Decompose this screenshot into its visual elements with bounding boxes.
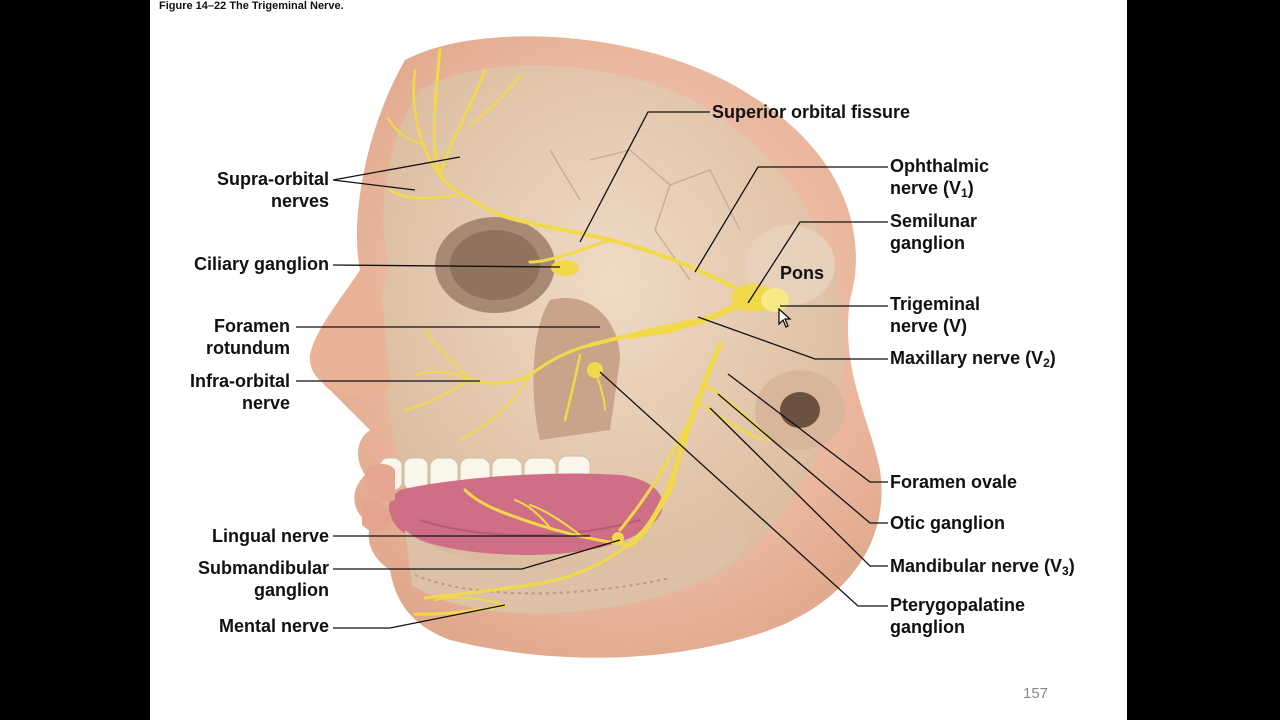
label-mandibular-nerve: Mandibular nerve (V3) bbox=[890, 556, 1075, 578]
lips bbox=[365, 464, 395, 502]
label-mental-nerve: Mental nerve bbox=[218, 616, 329, 636]
figure-title: Figure 14–22 The Trigeminal Nerve. bbox=[159, 0, 344, 12]
mouse-pointer-icon bbox=[778, 308, 792, 328]
label-superior-orbital-fissure: Superior orbital fissure bbox=[712, 102, 911, 122]
slide: Figure 14–22 The Trigeminal Nerve. bbox=[150, 0, 1127, 720]
label-pterygopalatine-ganglion: Pterygopalatine ganglion bbox=[890, 595, 1026, 637]
trigeminal-nerve-illustration bbox=[296, 36, 888, 658]
tongue bbox=[388, 473, 663, 555]
label-ciliary-ganglion: Ciliary ganglion bbox=[193, 254, 329, 274]
label-otic-ganglion: Otic ganglion bbox=[890, 513, 1005, 533]
nerves bbox=[387, 48, 772, 616]
label-trigeminal-nerve: Trigeminal nerve (V) bbox=[890, 294, 981, 336]
nose bbox=[309, 270, 390, 397]
label-supra-orbital-nerves: Supra-orbital nerves bbox=[216, 169, 329, 211]
label-semilunar-ganglion: Semilunar ganglion bbox=[890, 211, 978, 253]
label-pons: Pons bbox=[780, 263, 825, 283]
label-maxillary-nerve: Maxillary nerve (V2) bbox=[890, 348, 1056, 370]
leader-lines bbox=[296, 111, 888, 629]
page-number: 157 bbox=[1023, 685, 1049, 702]
label-submandibular-ganglion: Submandibular ganglion bbox=[197, 558, 329, 600]
label-infra-orbital-nerve: Infra-orbital nerve bbox=[189, 371, 290, 413]
label-ophthalmic-nerve: Ophthalmic nerve (V1) bbox=[890, 156, 990, 200]
label-foramen-ovale: Foramen ovale bbox=[890, 472, 1018, 492]
label-lingual-nerve: Lingual nerve bbox=[211, 526, 329, 546]
label-foramen-rotundum: Foramen rotundum bbox=[206, 316, 290, 358]
